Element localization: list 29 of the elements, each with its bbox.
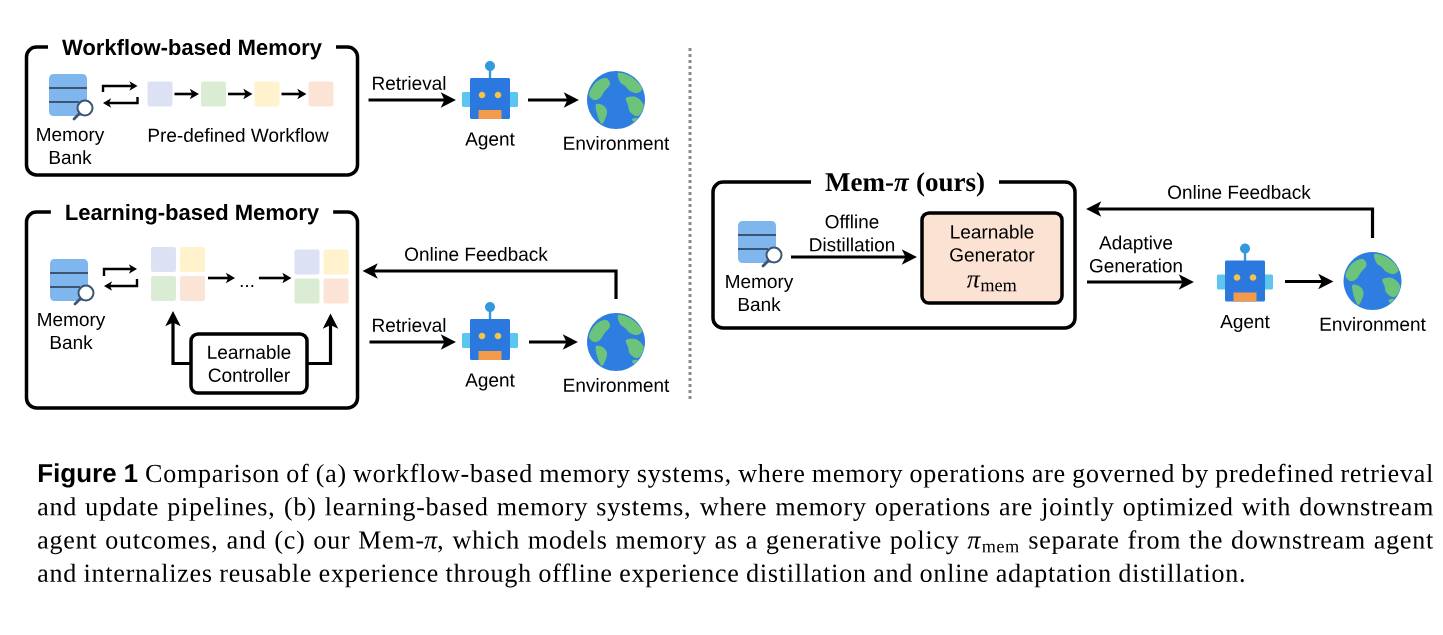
arrow	[102, 264, 137, 276]
color-tile	[147, 81, 173, 107]
edge-label: Online Feedback	[1168, 185, 1311, 199]
tile-grid	[294, 249, 349, 304]
edge-label: Retrieval	[373, 76, 446, 90]
icon-label: Environment	[564, 136, 670, 150]
icon-label: Agent	[465, 132, 515, 150]
icon-label: Memory Bank	[38, 312, 106, 350]
group-label: Pre-defined Workflow	[148, 128, 329, 142]
tile-grid	[151, 247, 205, 301]
icon-label: Memory Bank	[37, 127, 105, 165]
color-tile	[254, 81, 280, 107]
icon-label: Memory Bank	[726, 274, 794, 312]
process-box: Learnable Controller	[189, 332, 309, 395]
arrow	[104, 279, 139, 291]
edge-label: Retrieval	[373, 318, 446, 332]
color-tile	[308, 81, 334, 107]
edge-label: Adaptive Generation	[1089, 235, 1182, 273]
edge-label: Offline Distillation	[810, 214, 895, 252]
icon-label: Agent	[465, 373, 515, 391]
process-box: Learnable Generator π$_{mem}$	[920, 211, 1064, 305]
ellipsis-text: ...	[240, 285, 254, 287]
icon-label: Environment	[1320, 317, 1426, 331]
color-tile	[201, 81, 226, 107]
edge-label: Online Feedback	[405, 247, 548, 261]
figure-caption: Figure 1 Comparison of (a) workflow-based memory systems, where memory operations are governed by predefined retrieval and update pipelines, (b) learning-based memory systems, where memory operations are jointly optimized with downstream agent outcomes, and (c) our Mem-π, which models memory as a generative policy π$_{mem}$ separate from the downstream agent and internalizes reusable experience through offline experience distillation and online adaptation distillation.	[38, 463, 1434, 588]
icon-label: Environment	[564, 378, 670, 392]
icon-label: Agent	[1220, 315, 1270, 332]
arrow	[103, 97, 139, 108]
